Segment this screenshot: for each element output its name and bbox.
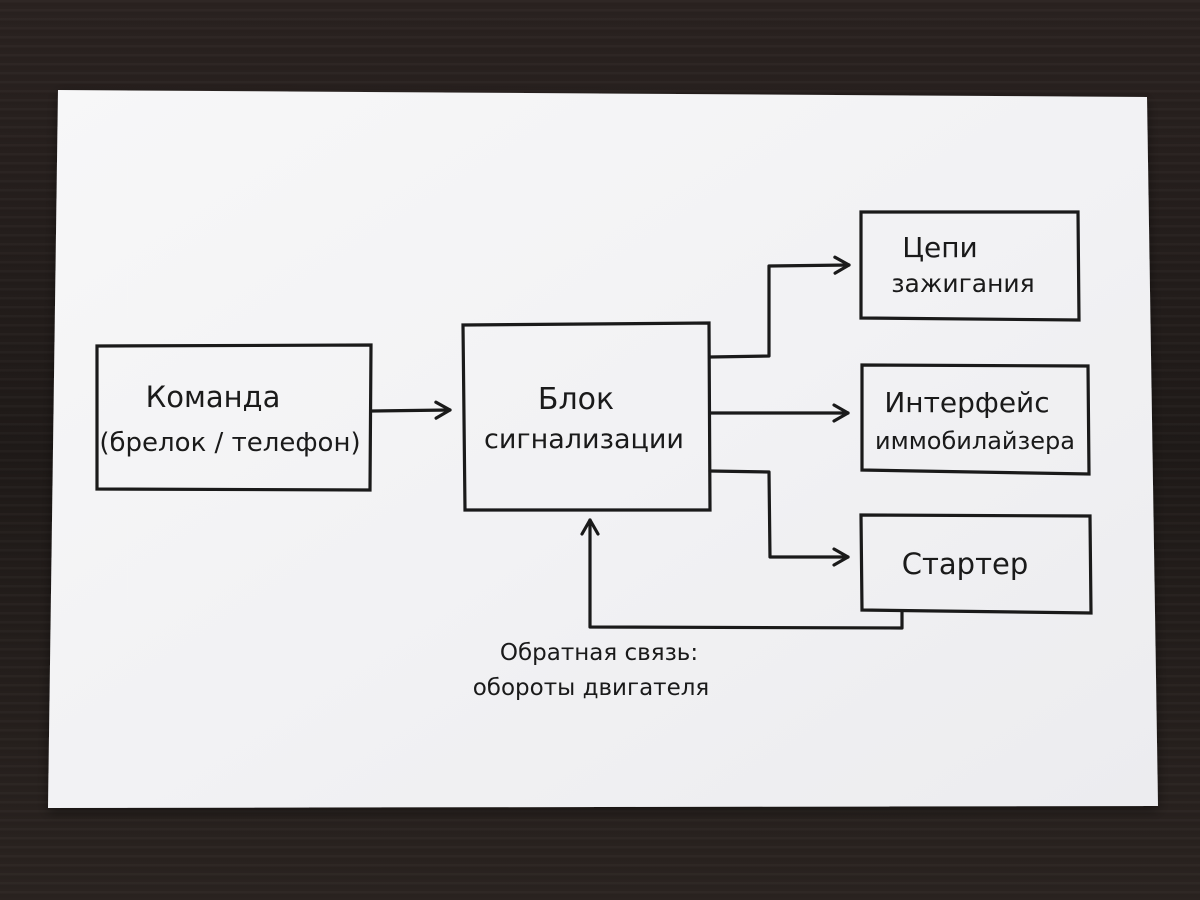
feedback-label-line1: Обратная связь: bbox=[500, 640, 698, 666]
alarm-block-box: Блок сигнализации bbox=[461, 321, 712, 512]
starter-box-title: Стартер bbox=[902, 547, 1028, 581]
alarm-block-title: Блок bbox=[538, 382, 614, 417]
immobilizer-box: Интерфейс иммобилайзера bbox=[860, 363, 1091, 476]
alarm-block-subtitle: сигнализации bbox=[484, 424, 684, 455]
starter-box: Стартер bbox=[859, 513, 1093, 615]
alarm-to-ignition-arrow bbox=[708, 255, 851, 359]
feedback-label: Обратная связь: обороты двигателя bbox=[473, 640, 710, 701]
ignition-box-subtitle: зажигания bbox=[891, 269, 1034, 298]
command-box: Команда (брелок / телефон) bbox=[95, 343, 373, 492]
feedback-label-line2: обороты двигателя bbox=[473, 675, 710, 701]
ignition-box-title: Цепи bbox=[902, 231, 977, 264]
alarm-to-starter-arrow bbox=[708, 469, 850, 567]
command-to-alarm-arrow bbox=[370, 400, 452, 420]
ignition-box: Цепи зажигания bbox=[859, 210, 1081, 322]
command-box-subtitle: (брелок / телефон) bbox=[99, 428, 360, 458]
command-box-title: Команда bbox=[146, 380, 281, 414]
feedback-arrow bbox=[580, 518, 904, 630]
immobilizer-box-subtitle: иммобилайзера bbox=[875, 427, 1075, 455]
immobilizer-box-title: Интерфейс bbox=[884, 386, 1049, 419]
